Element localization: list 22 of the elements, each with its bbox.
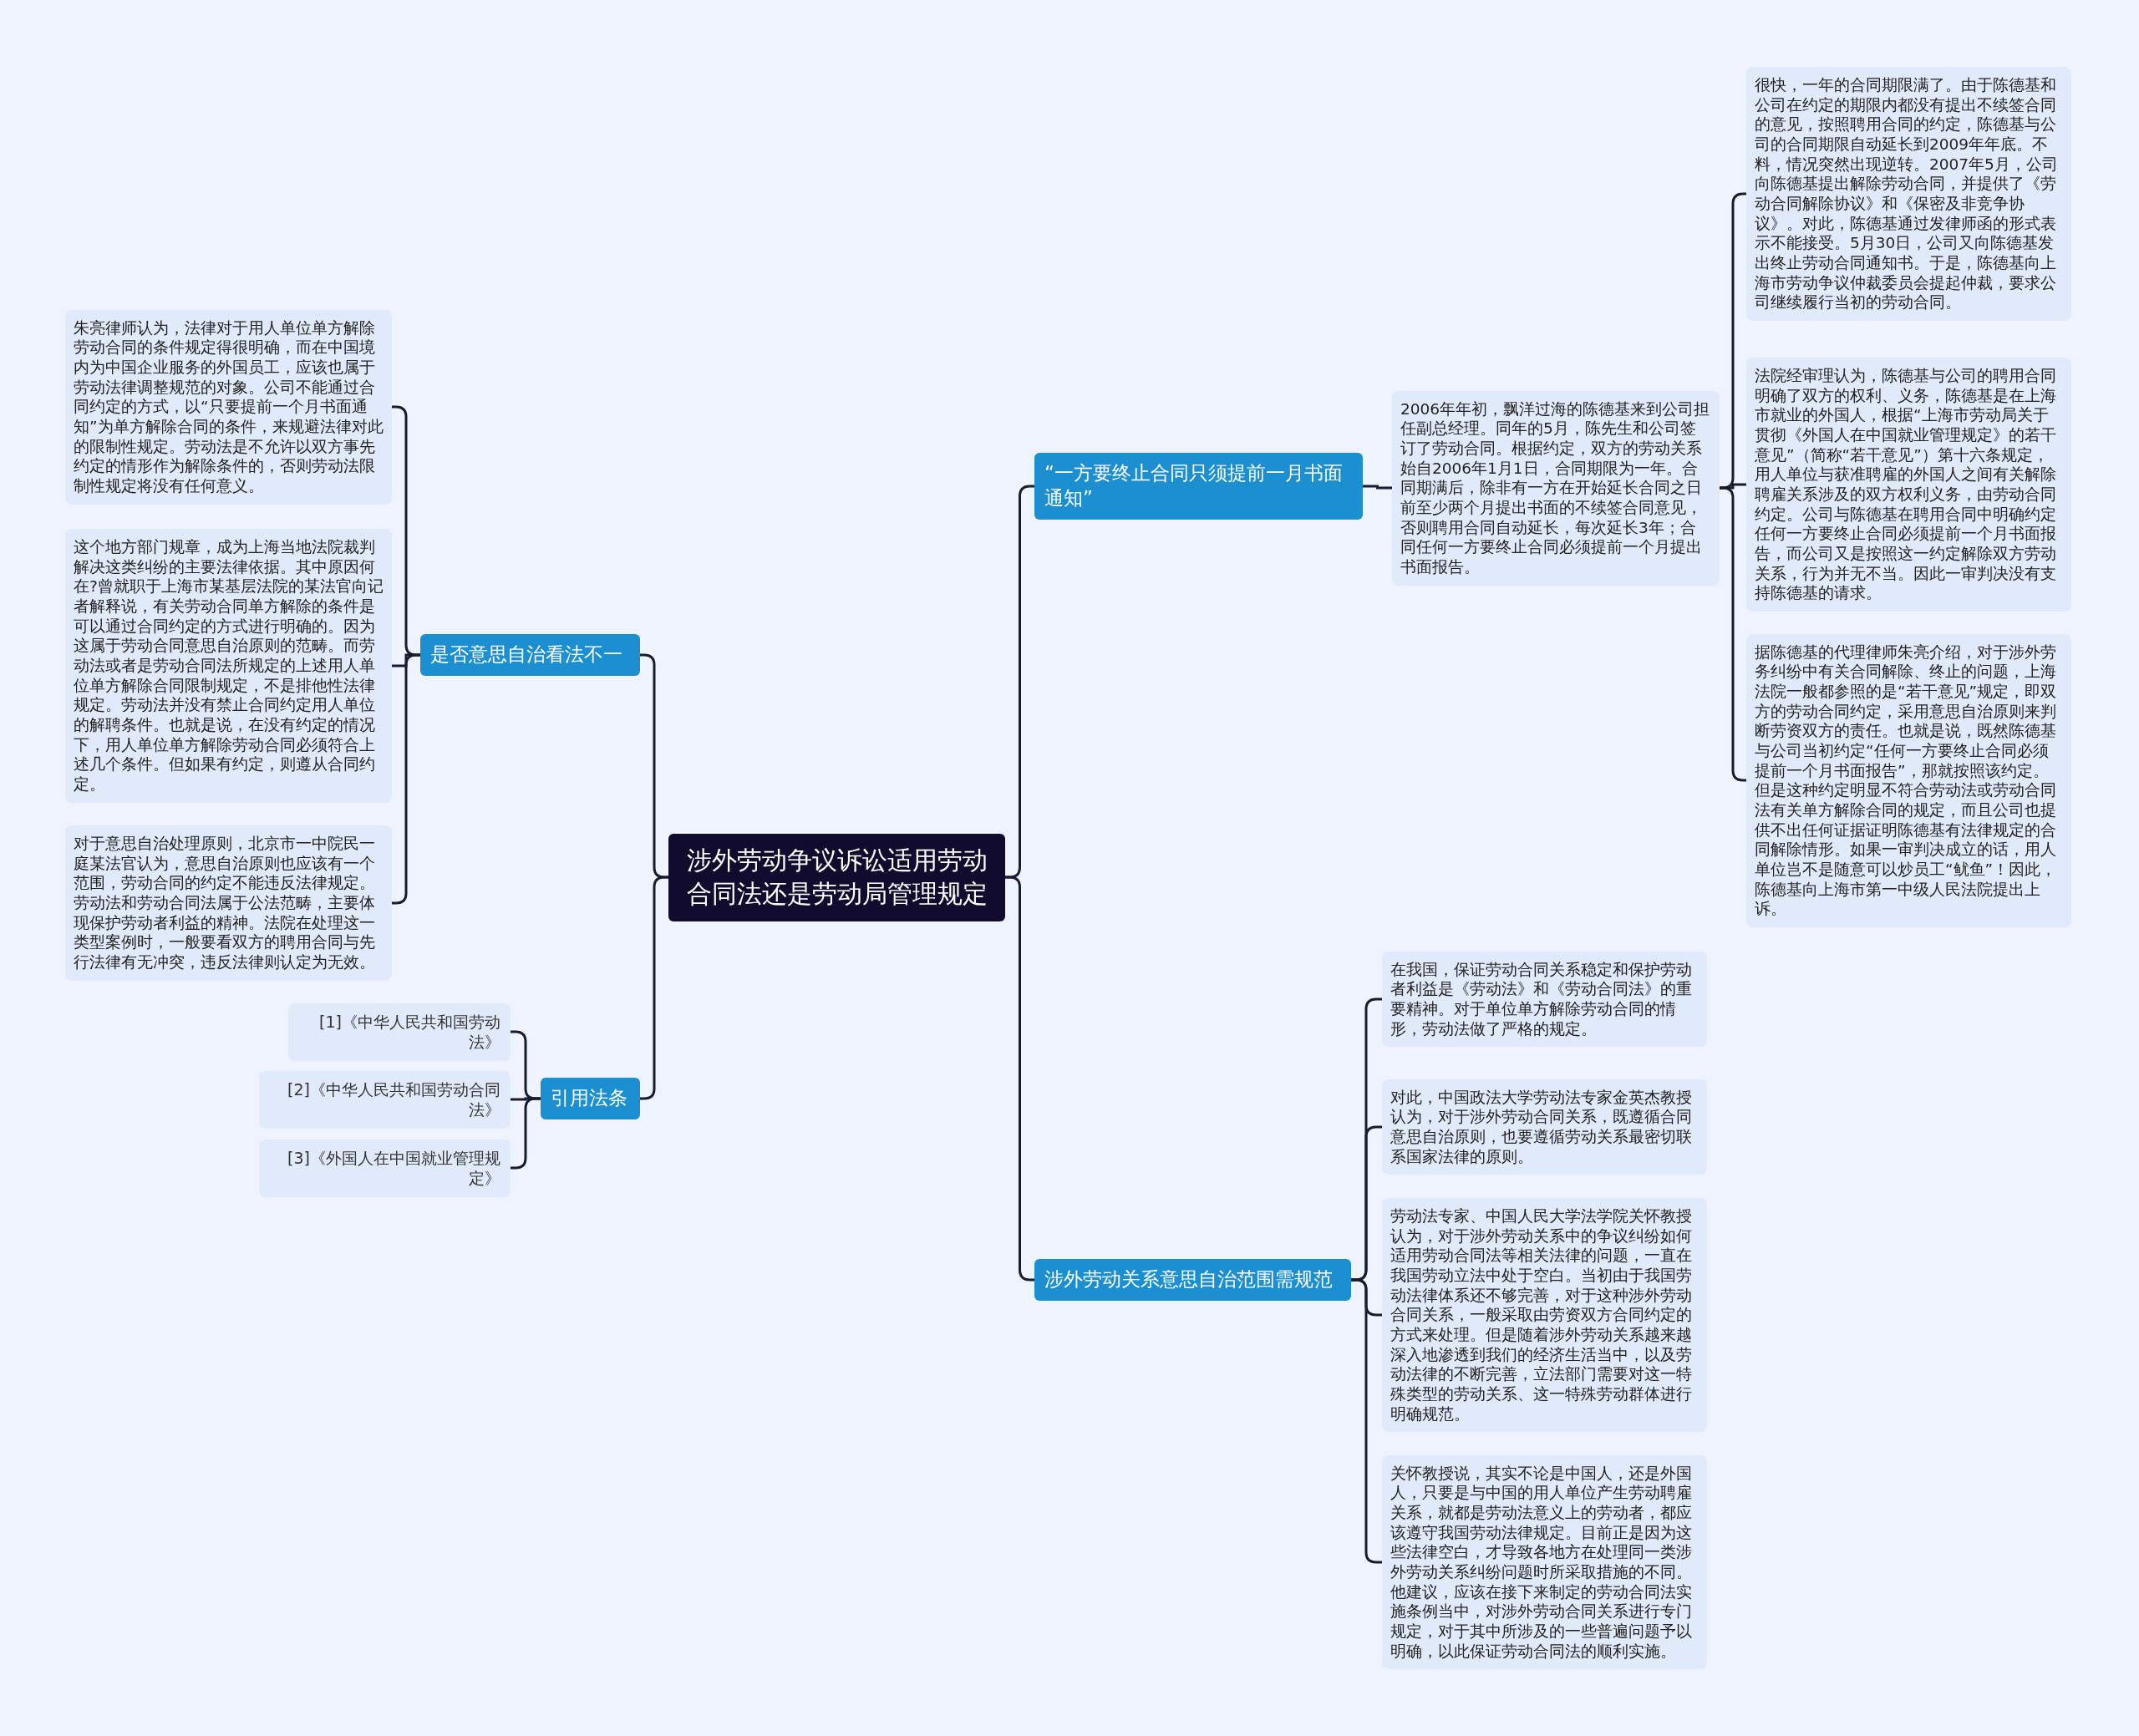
branch-box: 是否意思自治看法不一: [420, 634, 640, 676]
note-box: 在我国，保证劳动合同关系稳定和保护劳动者利益是《劳动法》和《劳动合同法》的重要精神。对于单位单方解除劳动合同的情形，劳动法做了严格的规定。: [1382, 951, 1707, 1048]
note-box: 2006年年初，飘洋过海的陈德基来到公司担任副总经理。同年的5月，陈先生和公司签订了劳动合同。根据约定，双方的劳动关系始自2006年1月1日，合同期限为一年。合同期满后，除非有一方在开始延长合同之日前至少两个月提出书面的不续签合同意见，否则聘用合同自动延长，每次延长3年；合同任何一方要终止合同必须提前一个月提出书面报告。: [1392, 390, 1720, 586]
note-box: 法院经审理认为，陈德基与公司的聘用合同明确了双方的权利、义务，陈德基是在上海市就业的外国人，根据“上海市劳动局关于贯彻《外国人在中国就业管理规定》的若干意见”（简称“若干意见”）第十六条规定，用人单位与获准聘雇的外国人之间有关解除聘雇关系涉及的双方权利义务，由劳动合同约定。公司与陈德基在聘用合同中明确约定任何一方要终止合同必须提前一个月书面报告，而公司又是按照这一约定解除双方劳动关系，行为并无不当。因此一审判决没有支持陈德基的请求。: [1746, 358, 2071, 612]
note-box: 关怀教授说，其实不论是中国人，还是外国人，只要是与中国的用人单位产生劳动聘雇关系，就都是劳动法意义上的劳动者，都应该遵守我国劳动法律规定。目前正是因为这些法律空白，才导致各地方在处理同一类涉外劳动关系纠纷问题时所采取措施的不同。他建议，应该在接下来制定的劳动合同法实施条例当中，对涉外劳动合同关系进行专门规定，对于其中所涉及的一些普遍问题予以明确，以此保证劳动合同法的顺利实施。: [1382, 1454, 1707, 1670]
connector-line: [511, 1097, 541, 1170]
note-box: 劳动法专家、中国人民大学法学院关怀教授认为，对于涉外劳动关系中的争议纠纷如何适用劳动合同法等相关法律的问题，一直在我国劳动立法中处于空白。当初由于我国劳动法律体系还不够完善，对于这种涉外劳动合同关系，一般采取由劳资双方合同约定的方式来处理。但是随着涉外劳动关系越来越深入地渗透到我们的经济生活当中，以及劳动法律的不断完善，立法部门需要对这一特殊类型的劳动关系、这一特殊劳动群体进行明确规范。: [1382, 1198, 1707, 1433]
connector-line: [392, 653, 420, 905]
note-box: 这个地方部门规章，成为上海当地法院裁判解决这类纠纷的主要法律依据。其中原因何在?曾就职于上海市某基层法院的某法官向记者解释说，有关劳动合同单方解除的条件是可以通过合同约定的方式进行明确的。因为这属于劳动合同意思自治原则的范畴。而劳动法或者是劳动合同法所规定的上述用人单位单方解除合同限制规定，不是排他性法律规定。劳动法并没有禁止合同约定用人单位的解聘条件。也就是说，在没有约定的情况下，用人单位单方解除劳动合同必须符合上述几个条件。但如果有约定，则遵从合同约定。: [65, 529, 392, 803]
topic-box: 涉外劳动争议诉讼适用劳动合同法还是劳动局管理规定: [668, 833, 1005, 921]
note-box: 据陈德基的代理律师朱亮介绍，对于涉外劳务纠纷中有关合同解除、终止的问题，上海法院一般都参照的是“若干意见”规定，即双方的劳动合同约定，采用意思自治原则来判断劳资双方的责任。也就是说，既然陈德基与公司当初约定“任何一方要终止合同必须提前一个月书面报告”，那就按照该约定。但是这种约定明显不符合劳动法或劳动合同法有关单方解除合同的规定，而且公司也提供不出任何证据证明陈德基有法律规定的合同解除情形。如果一审判决成立的话，用人单位岂不是随意可以炒员工“鱿鱼”！因此，陈德基向上海市第一中级人民法院提出上诉。: [1746, 633, 2071, 927]
branch-box: “一方要终止合同只须提前一月书面通知”: [1034, 453, 1363, 520]
note-box: 对此，中国政法大学劳动法专家金英杰教授认为，对于涉外劳动合同关系，既遵循合同意思自治原则，也要遵循劳动关系最密切联系国家法律的原则。: [1382, 1079, 1707, 1175]
note-box: 很快，一年的合同期限满了。由于陈德基和公司在约定的期限内都没有提出不续签合同的意见，按照聘用合同的约定，陈德基与公司的合同期限自动延长到2009年年底。不料，情况突然出现逆转。2007年5月，公司向陈德基提出解除劳动合同，并提供了《劳动合同解除协议》和《保密及非竞争协议》。对此，陈德基通过发律师函的形式表示不能接受。5月30日，公司又向陈德基发出终止劳动合同通知书。于是，陈德基向上海市劳动争议仲裁委员会提起仲裁，要求公司继续履行当初的劳动合同。: [1746, 67, 2071, 322]
note-box: [1]《中华人民共和国劳动法》: [288, 1003, 511, 1061]
note-box: [3]《外国人在中国就业管理规定》: [259, 1139, 511, 1197]
note-box: 对于意思自治处理原则，北京市一中院民一庭某法官认为，意思自治原则也应该有一个范围，劳动合同的约定不能违反法律规定。劳动法和劳动合同法属于公法范畴，主要体现保护劳动者利益的精神。法院在处理这一类型案例时，一般要看双方的聘用合同与先行法律有无冲突，违反法律则认定为无效。: [65, 825, 392, 981]
branch-box: 引用法条: [541, 1078, 640, 1119]
branch-box: 涉外劳动关系意思自治范围需规范: [1034, 1259, 1351, 1301]
connector-line: [1363, 485, 1392, 490]
note-box: 朱亮律师认为，法律对于用人单位单方解除劳动合同的条件规定得很明确，而在中国境内为中国企业服务的外国员工，应该也属于劳动法律调整规范的对象。公司不能通过合同约定的方式，以“只要提前一个月书面通知”为单方解除合同的条件，来规避法律对此的限制性规定。劳动法是不允许以双方事先约定的情形作为解除条件的，否则劳动法限制性规定将没有任何意义。: [65, 309, 392, 505]
note-box: [2]《中华人民共和国劳动合同法》: [259, 1070, 511, 1129]
